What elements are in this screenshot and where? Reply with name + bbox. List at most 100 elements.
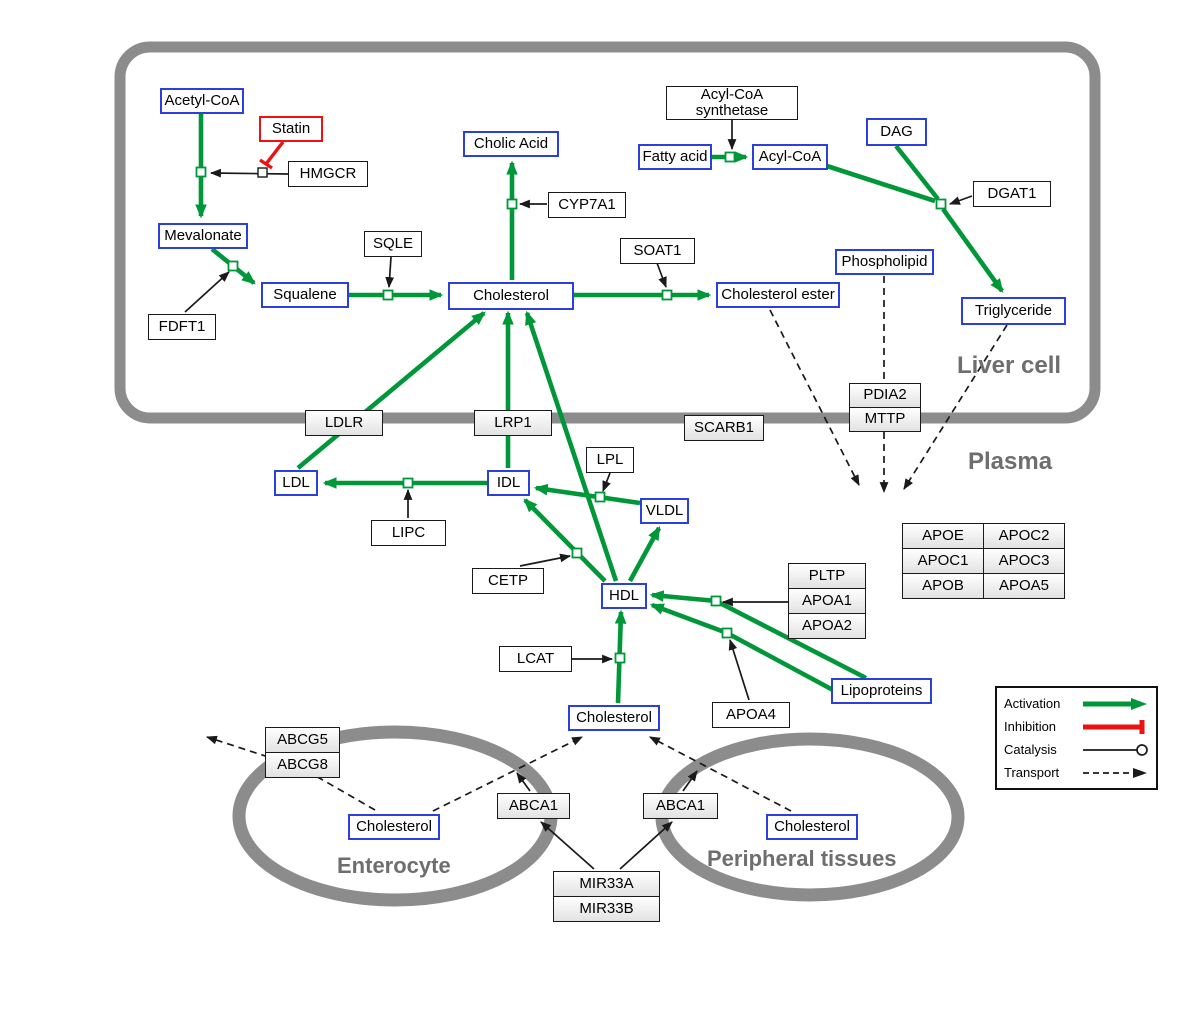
node-cholesterol-plasma[interactable]: Cholesterol: [568, 705, 660, 731]
activation-edges: [195, 114, 1004, 704]
activation-arrow-icon: [1083, 697, 1147, 710]
node-apoa1[interactable]: APOA1: [788, 588, 866, 614]
edge-dgat1-triglyceride: [941, 207, 1004, 293]
transport-cholesterol-enterocyte-plasma: [432, 736, 583, 812]
edge-ldl-cholesterol-uptake: [296, 311, 486, 470]
catalysis-mir33-abca1-right: [619, 821, 673, 870]
catalysis-lpl: [602, 472, 611, 493]
liver-cell-label: Liver cell: [957, 352, 1062, 379]
catalysis-hmgcr: [209, 168, 289, 178]
node-lrp1[interactable]: LRP1: [474, 410, 552, 436]
node-acetyl-coa[interactable]: Acetyl-CoA: [160, 88, 244, 114]
node-acyl-coa-synthetase[interactable]: Acyl-CoA synthetase: [666, 86, 798, 120]
legend-row-catalysis: Catalysis: [1004, 739, 1149, 760]
node-lpl[interactable]: LPL: [586, 447, 634, 473]
plasma-label: Plasma: [968, 448, 1053, 475]
node-squalene[interactable]: Squalene: [261, 282, 349, 308]
node-hmgcr[interactable]: HMGCR: [288, 161, 368, 187]
catalysis-edges: [184, 119, 973, 870]
node-dag[interactable]: DAG: [866, 118, 927, 146]
reaction-nodes: [195, 151, 947, 664]
catalysis-mir33-abca1-left: [540, 821, 595, 870]
node-lcat[interactable]: LCAT: [499, 646, 572, 672]
node-mttp[interactable]: MTTP: [849, 407, 921, 432]
node-pdia2[interactable]: PDIA2: [849, 383, 921, 408]
node-apoc3[interactable]: APOC3: [983, 548, 1065, 574]
node-abca1-enterocyte[interactable]: ABCA1: [497, 793, 570, 819]
node-fdft1[interactable]: FDFT1: [148, 314, 216, 340]
inhibition-edge-statin: [259, 140, 285, 170]
catalysis-fdft1: [184, 271, 230, 313]
catalysis-sqle: [385, 256, 395, 289]
transport-cholesterolester-plasma: [769, 309, 860, 486]
node-statin[interactable]: Statin: [259, 116, 323, 142]
catalysis-cetp: [519, 553, 572, 567]
transport-triglyceride-plasma: [903, 324, 1008, 490]
edge-dag-dgat1: [894, 144, 940, 201]
node-ldlr[interactable]: LDLR: [305, 410, 383, 436]
legend-transport-label: Transport: [1004, 765, 1060, 780]
node-ldl[interactable]: LDL: [274, 470, 318, 496]
node-lipoproteins[interactable]: Lipoproteins: [831, 678, 932, 704]
node-apoa4[interactable]: APOA4: [712, 702, 790, 728]
node-dgat1[interactable]: DGAT1: [973, 181, 1051, 207]
legend-inhibition-label: Inhibition: [1004, 719, 1057, 734]
node-cetp[interactable]: CETP: [472, 568, 544, 594]
node-mevalonate[interactable]: Mevalonate: [158, 223, 248, 249]
node-phospholipid[interactable]: Phospholipid: [835, 249, 934, 275]
transport-cholesterol-peripheral-plasma: [649, 736, 792, 812]
inhibition-line: [264, 140, 285, 166]
catalysis-abca1-left: [516, 772, 531, 792]
node-apoa5[interactable]: APOA5: [983, 573, 1065, 599]
legend: Activation Inhibition Catalysis Transpor…: [995, 686, 1158, 790]
edge-hdl-vldl: [627, 525, 662, 583]
node-cholesterol-enterocyte[interactable]: Cholesterol: [348, 814, 440, 840]
node-cholic-acid[interactable]: Cholic Acid: [463, 131, 559, 157]
node-idl[interactable]: IDL: [487, 470, 530, 496]
catalysis-abca1-right: [682, 770, 698, 792]
legend-catalysis-label: Catalysis: [1004, 742, 1057, 757]
node-apoe[interactable]: APOE: [902, 523, 984, 549]
node-hdl[interactable]: HDL: [601, 583, 647, 609]
node-mir33a[interactable]: MIR33A: [553, 871, 660, 897]
catalysis-apoa4: [728, 638, 750, 701]
legend-row-transport: Transport: [1004, 762, 1149, 783]
enterocyte-label: Enterocyte: [337, 853, 451, 878]
catalysis-circle-icon: [1083, 743, 1148, 756]
node-apob[interactable]: APOB: [902, 573, 984, 599]
node-mir33b[interactable]: MIR33B: [553, 896, 660, 922]
node-apoa2[interactable]: APOA2: [788, 613, 866, 639]
node-apoc1[interactable]: APOC1: [902, 548, 984, 574]
node-cholesterol-liver[interactable]: Cholesterol: [448, 282, 574, 310]
node-pltp[interactable]: PLTP: [788, 563, 866, 589]
node-cholesterol-peripheral[interactable]: Cholesterol: [766, 814, 858, 840]
node-apoc2[interactable]: APOC2: [983, 523, 1065, 549]
node-abca1-peripheral[interactable]: ABCA1: [643, 793, 718, 819]
node-abcg5[interactable]: ABCG5: [265, 727, 340, 753]
edge-hdl-idl-cetp: [523, 498, 607, 583]
catalysis-soat1: [656, 262, 667, 289]
node-acyl-coa[interactable]: Acyl-CoA: [752, 144, 828, 170]
edge-hdl-cholesterol-uptake: [524, 310, 619, 582]
catalysis-dgat1: [948, 195, 973, 205]
node-sqle[interactable]: SQLE: [364, 231, 422, 257]
node-soat1[interactable]: SOAT1: [620, 238, 695, 264]
node-cholesterol-ester[interactable]: Cholesterol ester: [716, 282, 840, 308]
legend-row-activation: Activation: [1004, 693, 1149, 714]
node-scarb1[interactable]: SCARB1: [684, 415, 764, 441]
inhibition-tbar-icon: [1083, 719, 1145, 734]
node-cyp7a1[interactable]: CYP7A1: [548, 192, 626, 218]
inhibition-tbar: [259, 158, 273, 170]
node-triglyceride[interactable]: Triglyceride: [961, 297, 1066, 325]
edge-acylcoa-dgat1: [826, 163, 936, 204]
node-vldl[interactable]: VLDL: [640, 498, 689, 524]
liver-cell-membrane: [114, 41, 1101, 424]
node-lipc[interactable]: LIPC: [371, 520, 446, 546]
peripheral-tissues-label: Peripheral tissues: [707, 846, 897, 871]
legend-activation-label: Activation: [1004, 696, 1061, 711]
node-fatty-acid[interactable]: Fatty acid: [638, 144, 712, 170]
inhibition-anchor-square: [257, 167, 268, 178]
node-abcg8[interactable]: ABCG8: [265, 752, 340, 778]
